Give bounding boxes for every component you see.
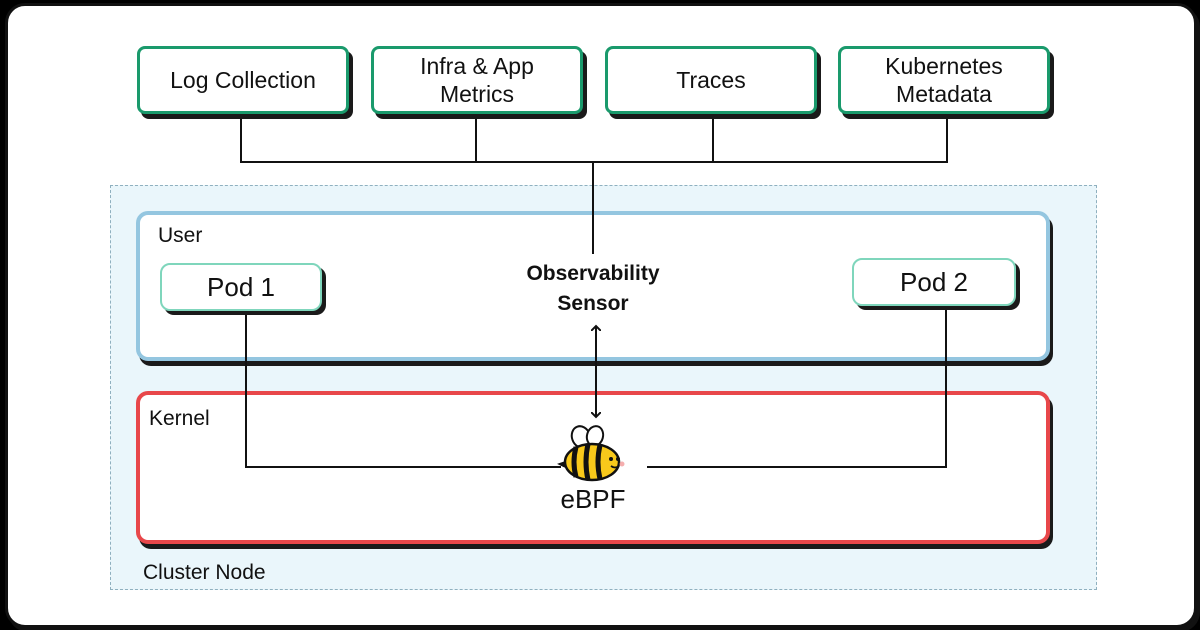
source-label: Infra & App Metrics [420,53,534,107]
source-label: Kubernetes Metadata [885,53,1003,107]
source-log-collection: Log Collection [137,46,349,114]
bee-icon [557,425,625,482]
source-label: Traces [676,67,746,93]
ebpf-label: eBPF [560,484,626,514]
pod-1: Pod 1 [160,263,322,311]
pod-2: Pod 2 [852,258,1016,306]
observability-sensor-label: Observability Sensor [526,262,660,315]
source-kubernetes-metadata: Kubernetes Metadata [838,46,1050,114]
cluster-node-label: Cluster Node [143,561,266,584]
user-space-label: User [158,224,203,247]
pod-label: Pod 1 [207,271,275,302]
source-infra-app-metrics: Infra & App Metrics [371,46,583,114]
source-label: Log Collection [170,67,316,93]
source-traces: Traces [605,46,817,114]
kernel-space-label: Kernel [149,407,210,430]
pod-label: Pod 2 [900,266,968,297]
